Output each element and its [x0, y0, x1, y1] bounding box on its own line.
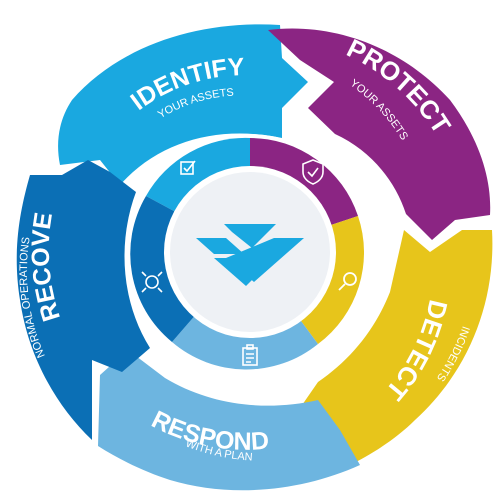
- recover-title: RECOVER: [0, 0, 66, 325]
- segment-protect[interactable]: [268, 28, 491, 241]
- brand-logo-icon: [196, 224, 304, 286]
- checklist-edit-icon: [180, 160, 196, 175]
- magnifier-icon: [338, 272, 357, 291]
- shield-check-icon: [302, 159, 324, 185]
- clipboard-icon: [242, 344, 258, 366]
- segment-detect[interactable]: [300, 230, 493, 465]
- segment-identify[interactable]: [58, 24, 308, 185]
- gear-refresh-icon: [141, 271, 163, 293]
- segment-recover[interactable]: [16, 160, 150, 440]
- segment-respond[interactable]: [98, 350, 360, 491]
- outer-ring: [16, 24, 493, 491]
- hub: [164, 166, 336, 338]
